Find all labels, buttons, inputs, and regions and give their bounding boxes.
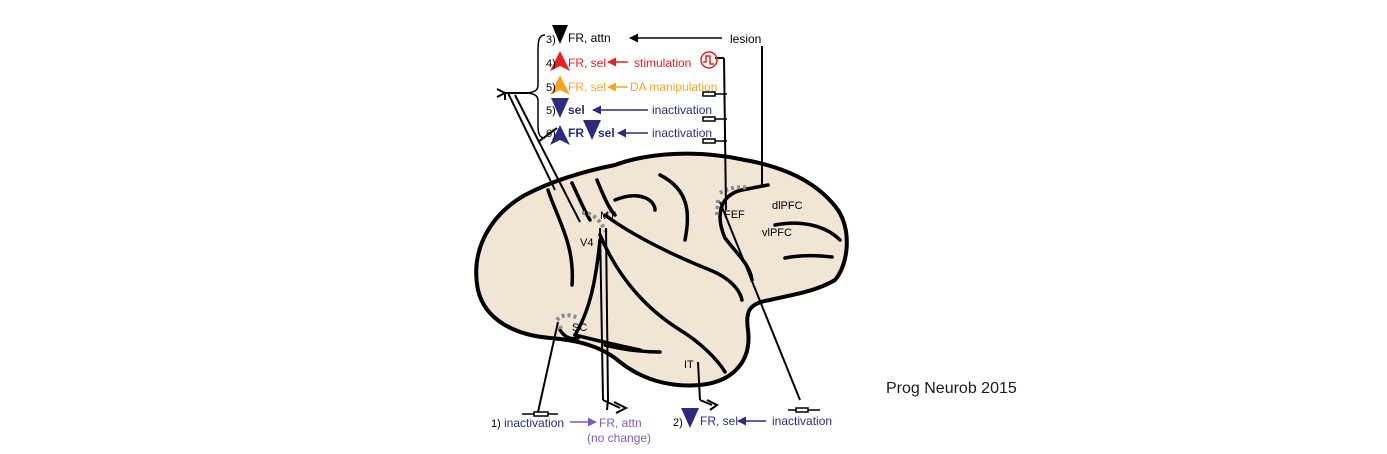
row-brace — [527, 34, 546, 139]
row-num: 3) — [546, 34, 556, 46]
row-num: 5) — [546, 82, 556, 94]
bottom-right-effect: FR, sel — [700, 414, 738, 428]
syringe-icon — [702, 138, 727, 144]
stimulation-icon — [700, 51, 718, 69]
bottom-left-method: inactivation — [504, 416, 564, 430]
area-label-it: IT — [684, 359, 694, 371]
up-arrow-red — [550, 51, 570, 71]
bottom-left-num: 1) — [491, 418, 501, 430]
syringe-icon — [702, 116, 727, 122]
syringe-icon — [522, 411, 558, 417]
recording-sites — [555, 185, 749, 333]
citation: Prog Neurob 2015 — [886, 380, 1017, 397]
row-effect: FR, sel — [568, 56, 606, 70]
area-label-mt: MT — [600, 210, 616, 222]
row-method: DA manipulation — [630, 80, 717, 94]
area-label-dlpfc: dlPFC — [772, 200, 803, 212]
bottom-left-note: (no change) — [587, 431, 651, 445]
up-arrow-orange — [550, 75, 570, 95]
syringe-icon — [702, 91, 727, 97]
area-label-fef: FEF — [724, 209, 745, 221]
row-num: 5) — [546, 105, 556, 117]
bottom-right-num: 2) — [673, 417, 683, 429]
row-effect: sel — [598, 126, 615, 140]
row-effect: FR, attn — [568, 31, 611, 45]
bottom-right-method: inactivation — [772, 414, 832, 428]
area-label-v4: V4 — [580, 237, 593, 249]
brain-outline — [474, 151, 849, 388]
sulci — [546, 173, 842, 374]
electrode-lines — [507, 46, 801, 413]
syringe-icons — [522, 91, 820, 417]
row-method: stimulation — [634, 56, 691, 70]
connectors — [570, 33, 766, 427]
row-method: inactivation — [652, 103, 712, 117]
output-arrow-left — [496, 88, 528, 100]
effect-arrows — [550, 25, 699, 428]
down-arrow-black — [552, 25, 568, 44]
bottom-left-effect: FR, attn — [599, 416, 642, 430]
row-method: inactivation — [652, 126, 712, 140]
syringe-icon — [788, 407, 820, 413]
row-effect: FR, sel — [568, 80, 606, 94]
row-num: 6) — [546, 128, 556, 140]
area-label-sc: SC — [572, 322, 587, 334]
row-num: 4) — [546, 58, 556, 70]
row-method: lesion — [730, 32, 761, 46]
area-label-vlpfc: vlPFC — [762, 227, 792, 239]
output-arrow-bottom — [602, 399, 719, 414]
up-arrow-blue — [550, 125, 570, 145]
down-arrow-blue — [583, 120, 601, 140]
row-effect: FR — [568, 126, 584, 140]
row-effect: sel — [568, 103, 585, 117]
down-arrow-blue — [551, 98, 569, 118]
down-arrow-blue — [681, 408, 699, 428]
